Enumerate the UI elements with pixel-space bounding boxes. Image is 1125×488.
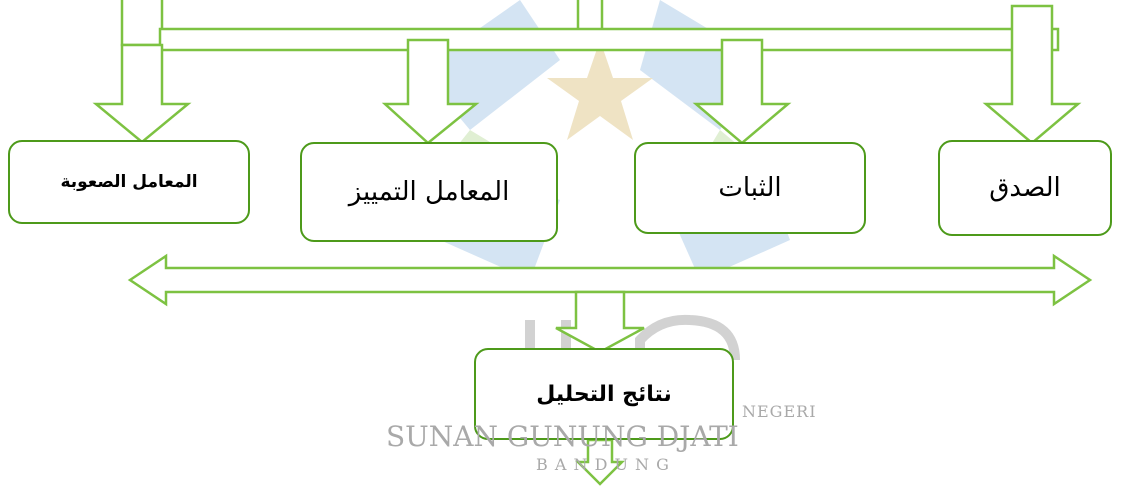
discrimination-coefficient-label: المعامل التمييز [348, 177, 510, 207]
down-arrow-bottom [574, 438, 626, 486]
down-arrow-to-results [555, 290, 645, 354]
top-horizontal-connector-bar [158, 27, 1060, 52]
watermark-logo-n [635, 314, 740, 385]
top-right-vertical-bar [576, 0, 604, 32]
difficulty-coefficient-box: المعامل الصعوبة [8, 140, 250, 224]
analysis-results-box: نتائج التحليل [474, 348, 734, 440]
watermark-text-sunan-gunung-djati: SUNAN GUNUNG DJATI [386, 420, 739, 453]
down-arrow-to-validity [982, 4, 1082, 145]
top-left-vertical-bar [120, 0, 164, 47]
down-arrow-to-difficulty [92, 43, 192, 144]
double-headed-horizontal-arrow [127, 253, 1093, 307]
watermark-star [547, 40, 653, 140]
reliability-box: الثبات [634, 142, 866, 234]
discrimination-coefficient-box: المعامل التمييز [300, 142, 558, 242]
difficulty-coefficient-label: المعامل الصعوبة [60, 172, 198, 192]
validity-box: الصدق [938, 140, 1112, 236]
watermark-text-negeri: NEGERI [742, 402, 817, 421]
down-arrow-to-discrimination [381, 38, 480, 145]
watermark-text-bandung: B A N D U N G [536, 455, 670, 474]
reliability-label: الثبات [718, 173, 782, 203]
validity-label: الصدق [989, 173, 1061, 203]
down-arrow-to-reliability [692, 38, 792, 145]
analysis-results-label: نتائج التحليل [536, 381, 672, 407]
